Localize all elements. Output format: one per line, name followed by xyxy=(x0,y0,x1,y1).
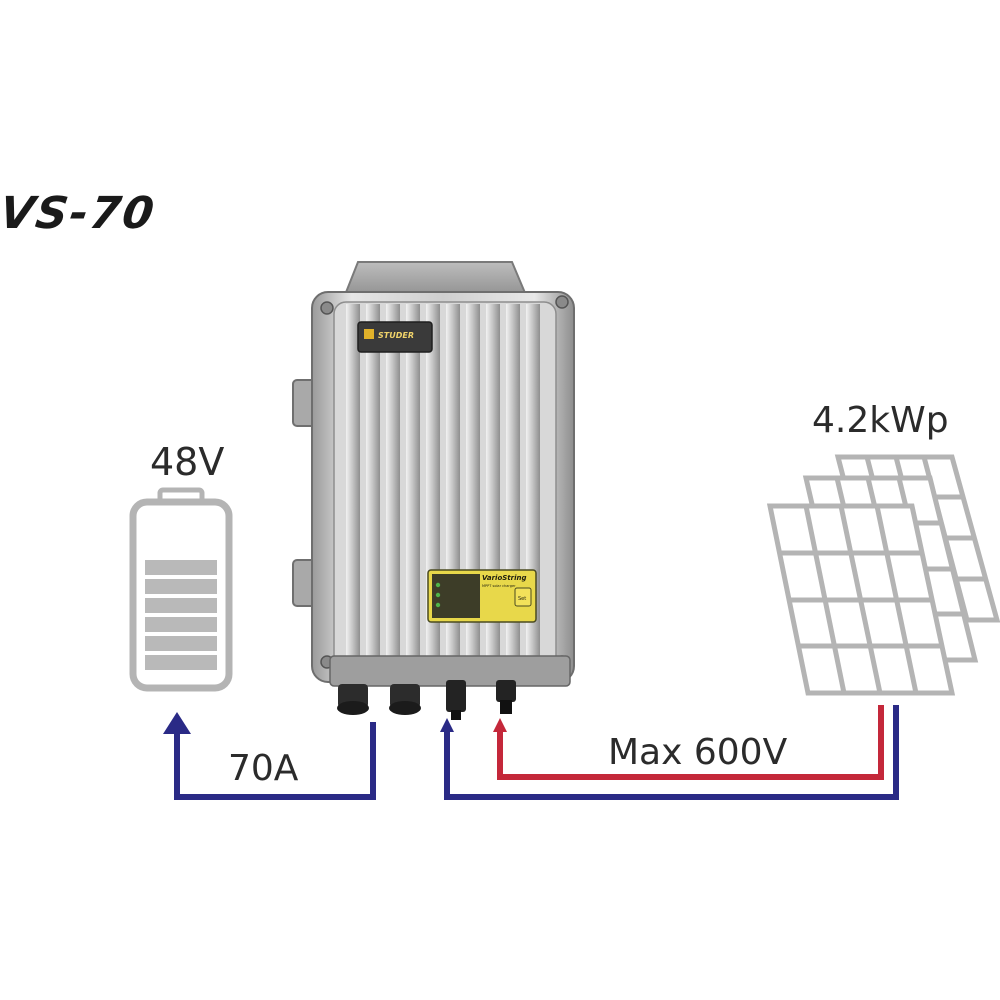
arrow-up-icon xyxy=(440,718,454,732)
model-title: VS-70 xyxy=(0,188,159,239)
pv-connector xyxy=(446,680,466,720)
set-button[interactable] xyxy=(514,587,532,607)
wiring xyxy=(163,705,899,800)
screw xyxy=(555,295,569,309)
set-button-label: Set xyxy=(518,596,526,602)
battery-level-bar xyxy=(145,560,217,575)
battery-level-bar xyxy=(145,579,217,594)
arrow-up-icon xyxy=(163,712,191,734)
status-led-area xyxy=(432,574,480,618)
screw xyxy=(320,301,334,315)
battery-icon xyxy=(129,487,233,692)
status-led xyxy=(435,592,441,598)
battery-wire xyxy=(174,722,376,800)
solar-panel-front xyxy=(766,503,956,696)
brand-logo-icon xyxy=(364,329,374,339)
panel-title: VarioString xyxy=(482,574,527,582)
solar-panels-icon xyxy=(766,454,1000,696)
cable-gland xyxy=(337,684,369,715)
brand-badge xyxy=(357,321,433,353)
max-voltage-label: Max 600V xyxy=(608,732,788,773)
battery-level-bar xyxy=(145,636,217,651)
status-led xyxy=(435,602,441,608)
solar-power-label: 4.2kWp xyxy=(812,400,949,441)
battery-level-bar xyxy=(145,598,217,613)
battery-level-bar xyxy=(145,617,217,632)
arrow-up-icon xyxy=(493,718,507,732)
battery-voltage-label: 48V xyxy=(150,440,225,484)
current-label: 70A xyxy=(228,748,299,789)
pv-connector xyxy=(496,680,516,714)
pv-negative-wire xyxy=(444,705,899,800)
panel-subtitle: MPPT solar charger xyxy=(482,584,516,588)
charge-controller-device: STUDER VarioString MPPT solar charger Se… xyxy=(292,261,575,720)
pv-positive-wire xyxy=(497,705,884,780)
status-led xyxy=(435,582,441,588)
battery-level-bar xyxy=(145,655,217,670)
brand-name: STUDER xyxy=(378,331,414,340)
cable-gland xyxy=(389,684,421,715)
